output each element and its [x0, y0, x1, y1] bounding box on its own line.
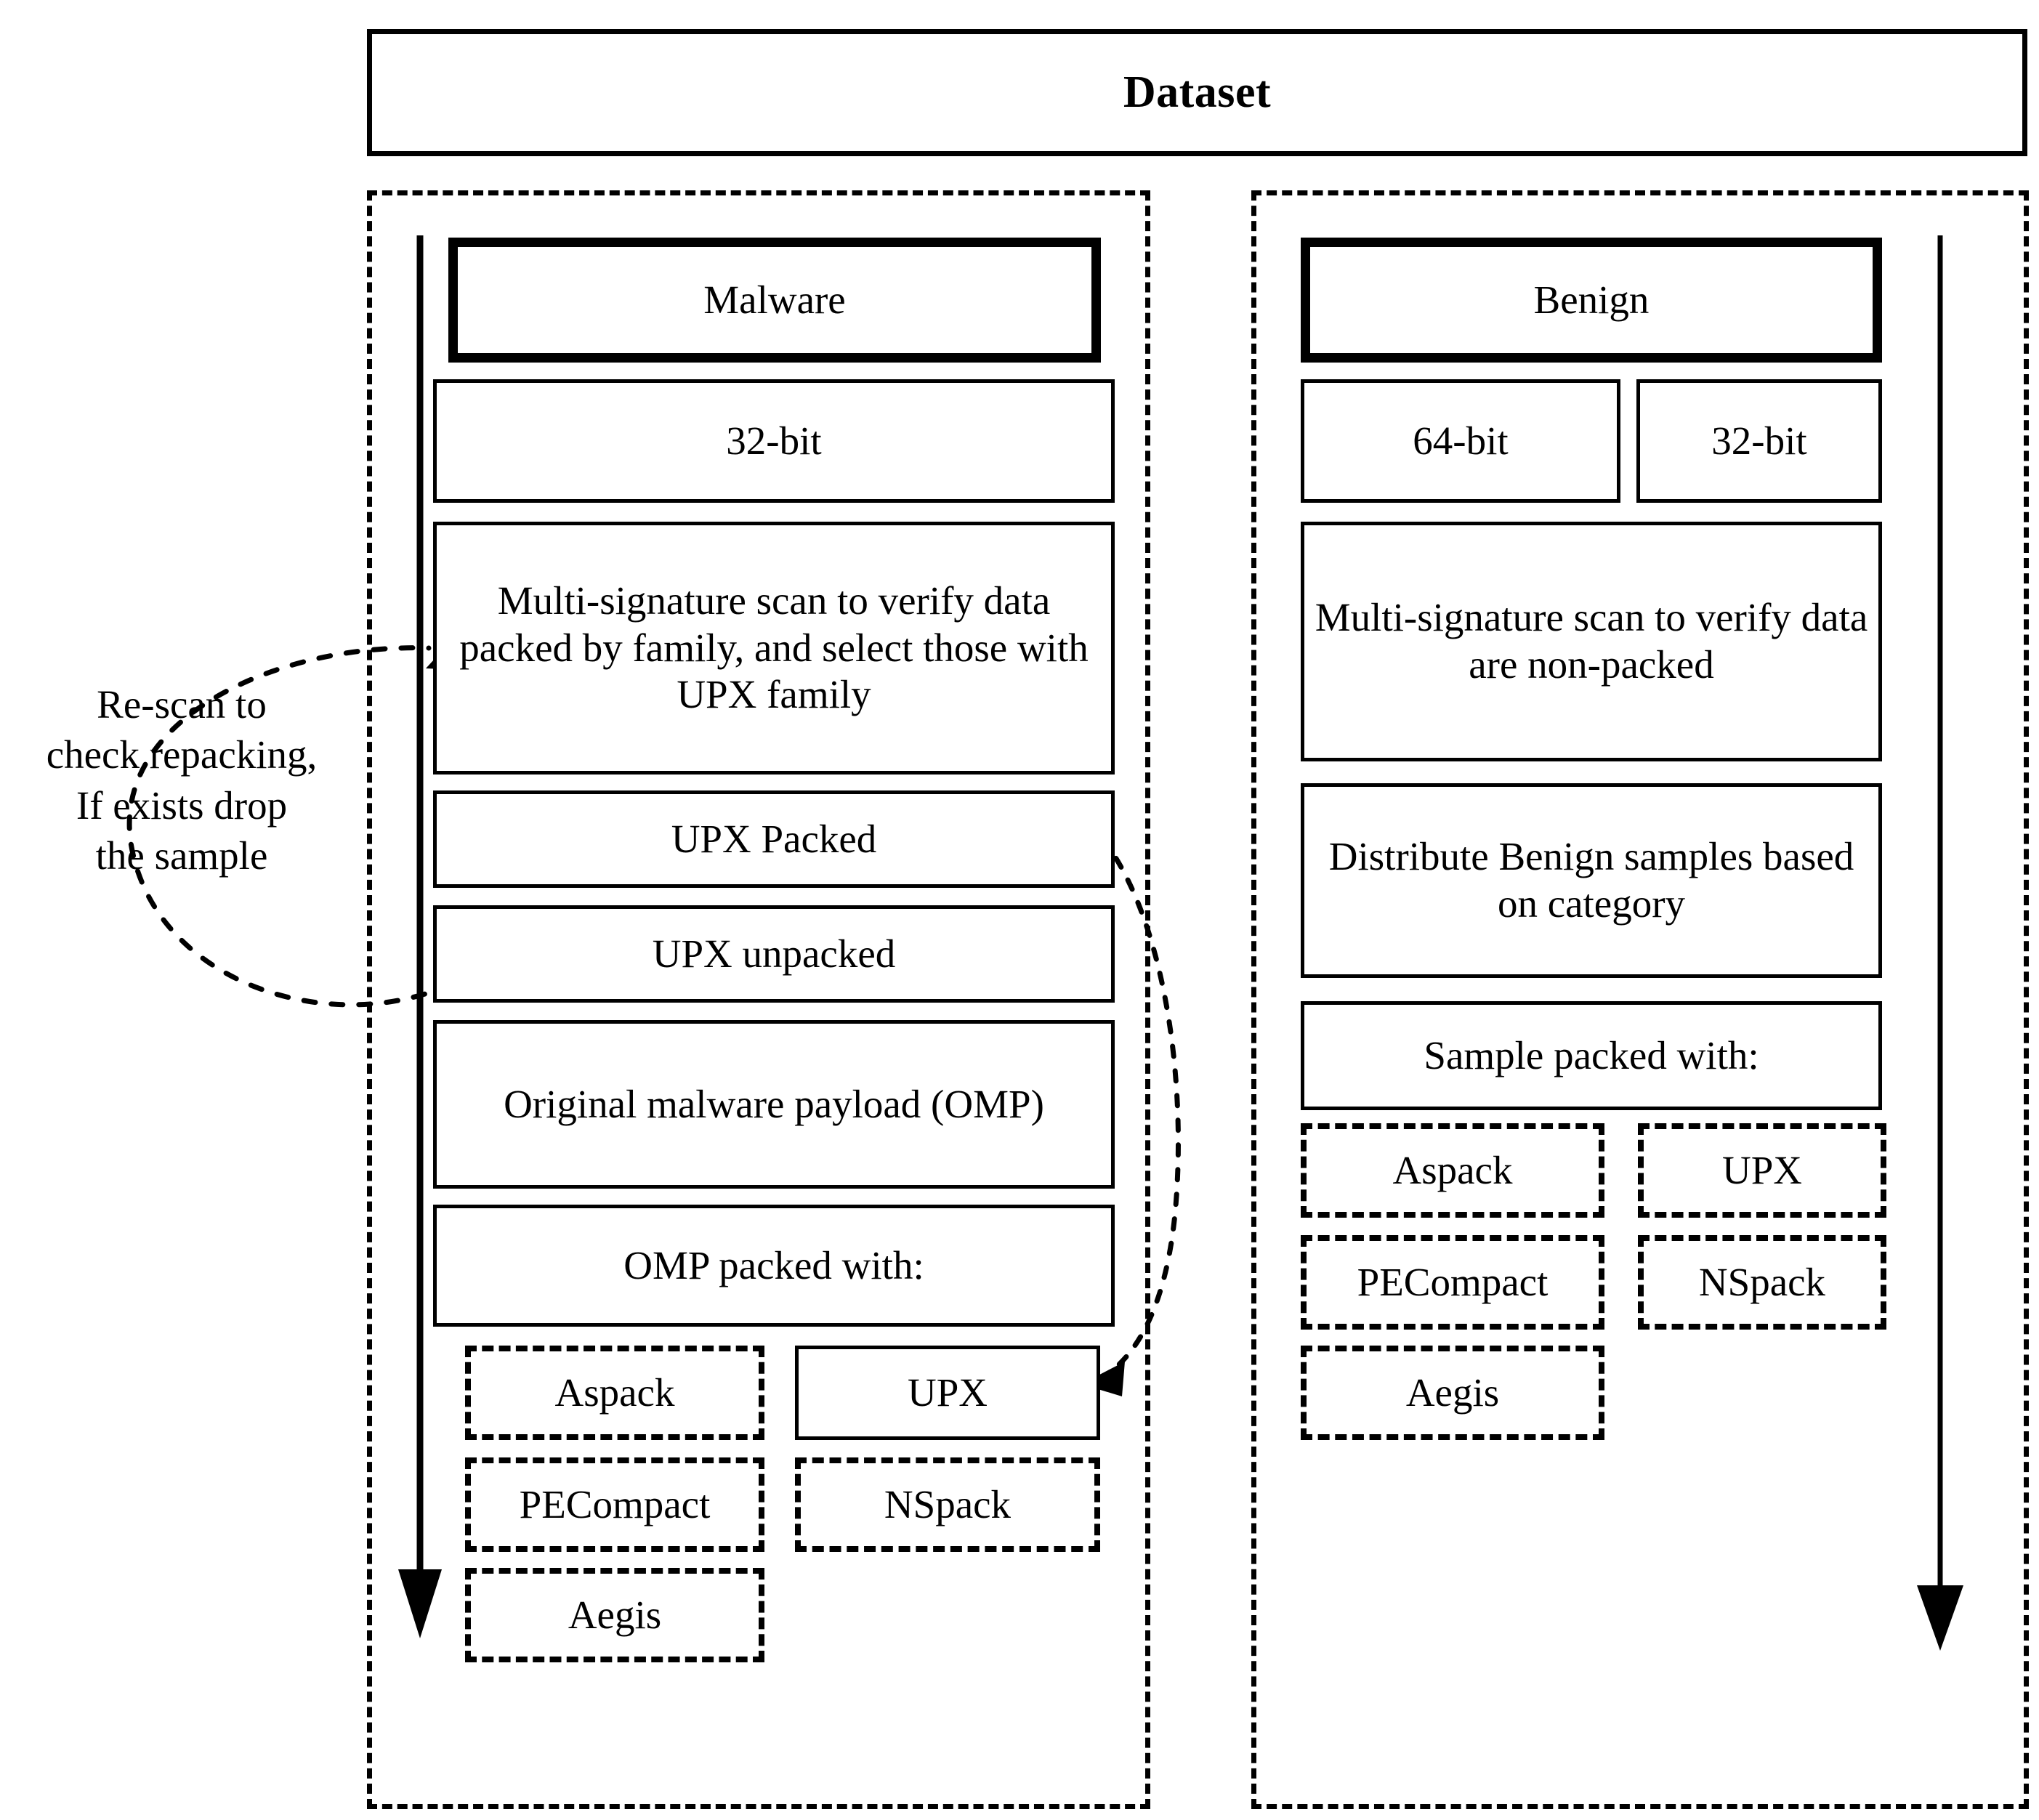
- node-omp[interactable]: Original malware payload (OMP): [433, 1020, 1115, 1189]
- node-malware-packer-aspack[interactable]: Aspack: [465, 1346, 764, 1440]
- node-benign-32bit-label: 32-bit: [1711, 418, 1807, 463]
- node-benign-packer-aegis-label: Aegis: [1405, 1370, 1500, 1415]
- node-benign-packer-aspack[interactable]: Aspack: [1301, 1123, 1604, 1218]
- node-benign-scan[interactable]: Multi-signature scan to verify data are …: [1301, 522, 1882, 761]
- node-malware-packer-nspack[interactable]: NSpack: [795, 1457, 1100, 1552]
- node-benign-packer-upx[interactable]: UPX: [1638, 1123, 1886, 1218]
- node-benign-packer-upx-label: UPX: [1721, 1147, 1803, 1192]
- node-omp-packed-with[interactable]: OMP packed with:: [433, 1205, 1115, 1327]
- node-malware-32bit[interactable]: 32-bit: [433, 379, 1115, 503]
- node-malware-32bit-label: 32-bit: [726, 418, 822, 463]
- dataset-header-box: Dataset: [367, 29, 2027, 156]
- node-benign-packed-with[interactable]: Sample packed with:: [1301, 1001, 1882, 1110]
- node-benign-distribute[interactable]: Distribute Benign samples based on categ…: [1301, 783, 1882, 978]
- node-malware-scan-label: Multi-signature scan to verify data pack…: [459, 578, 1089, 717]
- node-benign-packer-pecompact[interactable]: PECompact: [1301, 1235, 1604, 1330]
- node-benign-64bit-label: 64-bit: [1413, 418, 1509, 463]
- node-benign-packer-pecompact-label: PECompact: [1357, 1259, 1549, 1304]
- node-malware-packer-aegis[interactable]: Aegis: [465, 1568, 764, 1662]
- node-upx-packed[interactable]: UPX Packed: [433, 790, 1115, 888]
- node-benign-32bit[interactable]: 32-bit: [1636, 379, 1882, 503]
- rescan-annotation-text: Re-scan to check repacking, If exists dr…: [46, 682, 318, 878]
- node-omp-packed-with-label: OMP packed with:: [623, 1242, 924, 1287]
- node-benign-packer-nspack[interactable]: NSpack: [1638, 1235, 1886, 1330]
- node-benign-packer-aspack-label: Aspack: [1392, 1147, 1513, 1192]
- node-malware-packer-nspack-label: NSpack: [884, 1481, 1012, 1526]
- node-omp-label: Original malware payload (OMP): [504, 1081, 1044, 1126]
- node-benign-scan-label: Multi-signature scan to verify data are …: [1315, 595, 1868, 687]
- node-benign-packer-nspack-label: NSpack: [1698, 1259, 1826, 1304]
- node-malware-packer-aspack-label: Aspack: [554, 1370, 675, 1415]
- node-benign-packer-aegis[interactable]: Aegis: [1301, 1346, 1604, 1440]
- node-malware-packer-aegis-label: Aegis: [568, 1592, 662, 1637]
- benign-branch-container: [1251, 190, 2029, 1809]
- page-title: Dataset: [1123, 68, 1272, 117]
- node-upx-packed-label: UPX Packed: [671, 816, 877, 861]
- node-upx-unpacked-label: UPX unpacked: [652, 931, 896, 976]
- node-benign-64bit[interactable]: 64-bit: [1301, 379, 1620, 503]
- rescan-annotation: Re-scan to check repacking, If exists dr…: [15, 679, 349, 881]
- node-malware[interactable]: Malware: [448, 238, 1101, 363]
- node-benign-label: Benign: [1533, 277, 1650, 322]
- node-malware-label: Malware: [703, 277, 846, 322]
- node-malware-packer-upx[interactable]: UPX: [795, 1346, 1100, 1440]
- node-benign-distribute-label: Distribute Benign samples based on categ…: [1328, 834, 1854, 926]
- node-benign-packed-with-label: Sample packed with:: [1424, 1032, 1759, 1077]
- node-malware-scan[interactable]: Multi-signature scan to verify data pack…: [433, 522, 1115, 774]
- node-upx-unpacked[interactable]: UPX unpacked: [433, 905, 1115, 1003]
- node-benign[interactable]: Benign: [1301, 238, 1882, 363]
- node-malware-packer-upx-label: UPX: [907, 1370, 988, 1415]
- node-malware-packer-pecompact[interactable]: PECompact: [465, 1457, 764, 1552]
- node-malware-packer-pecompact-label: PECompact: [519, 1481, 711, 1526]
